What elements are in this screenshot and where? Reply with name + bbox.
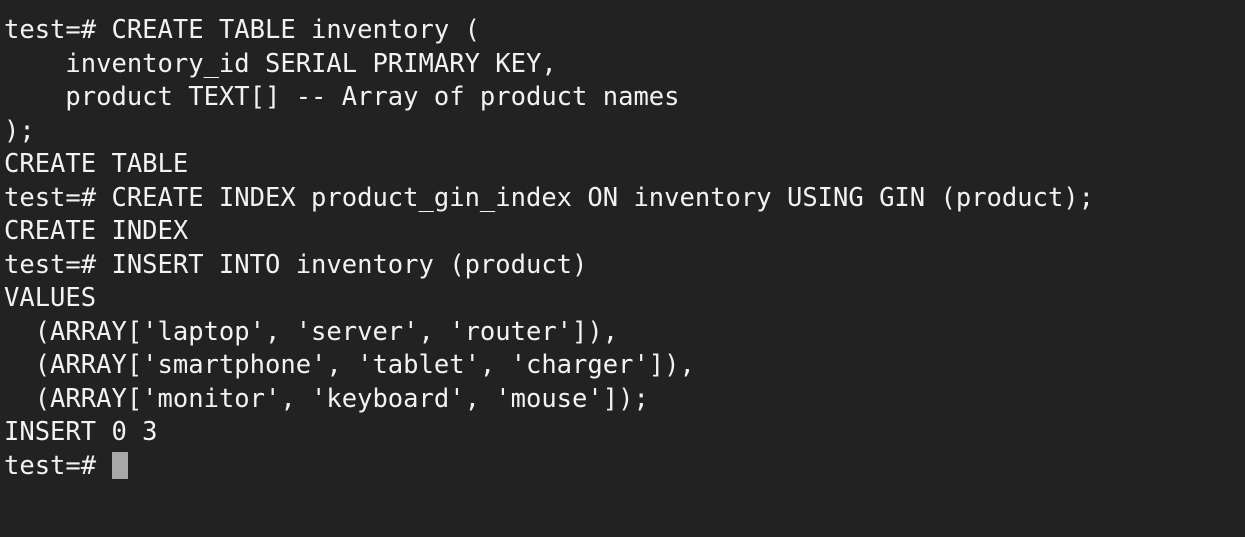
terminal-line-text: (ARRAY['smartphone', 'tablet', 'charger'… — [4, 350, 695, 380]
prompt-label: test=# — [4, 450, 112, 481]
terminal-line-text: product TEXT[] -- Array of product names — [4, 82, 680, 112]
terminal-line: VALUES — [4, 282, 1245, 316]
terminal-prompt-line[interactable]: test=# — [4, 450, 1245, 484]
block-cursor-icon — [112, 451, 129, 479]
terminal-line-text: test=# INSERT INTO inventory (product) — [4, 249, 588, 280]
terminal-line: (ARRAY['laptop', 'server', 'router']), — [4, 316, 1245, 350]
terminal-line: INSERT 0 3 — [4, 416, 1245, 450]
terminal-line-text: VALUES — [4, 283, 97, 313]
terminal-line: CREATE TABLE — [4, 148, 1245, 182]
terminal-line-text: test=# CREATE INDEX product_gin_index ON… — [4, 182, 1095, 213]
terminal-line: (ARRAY['smartphone', 'tablet', 'charger'… — [4, 349, 1245, 383]
terminal-line: (ARRAY['monitor', 'keyboard', 'mouse']); — [4, 383, 1245, 417]
terminal-line: test=# CREATE INDEX product_gin_index ON… — [4, 182, 1245, 216]
terminal-line-text: CREATE TABLE — [4, 149, 189, 179]
terminal-line-text: CREATE INDEX — [4, 216, 189, 246]
terminal-line: test=# INSERT INTO inventory (product) — [4, 249, 1245, 283]
terminal-line: inventory_id SERIAL PRIMARY KEY, — [4, 48, 1245, 82]
terminal-line: test=# CREATE TABLE inventory ( — [4, 14, 1245, 48]
terminal-line-text: (ARRAY['monitor', 'keyboard', 'mouse']); — [4, 383, 649, 414]
terminal-line-text: test=# CREATE TABLE inventory ( — [4, 15, 480, 45]
terminal-line: ); — [4, 115, 1245, 149]
terminal-line-text: (ARRAY['laptop', 'server', 'router']), — [4, 316, 619, 347]
terminal-line-text: INSERT 0 3 — [4, 417, 158, 447]
terminal-line-text: inventory_id SERIAL PRIMARY KEY, — [4, 48, 557, 79]
terminal-line: CREATE INDEX — [4, 215, 1245, 249]
terminal-line-text: ); — [4, 115, 35, 146]
terminal-line: product TEXT[] -- Array of product names — [4, 81, 1245, 115]
